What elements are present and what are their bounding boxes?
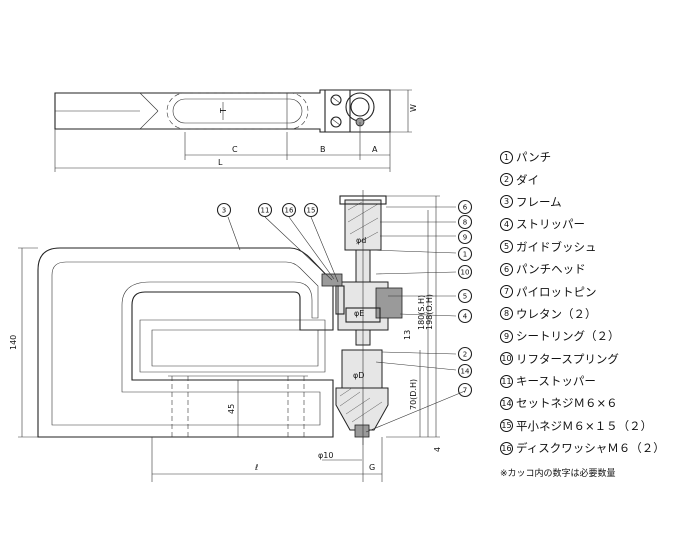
legend-number: 5: [500, 240, 513, 254]
legend-label: ストリッパー: [516, 217, 585, 232]
side-dim-180: 180(S.H): [417, 295, 426, 330]
top-dim-b: B: [320, 145, 326, 154]
legend-label: ガイドブッシュ: [516, 239, 597, 254]
side-dim-45: 45: [227, 404, 236, 414]
legend-number: 4: [500, 217, 513, 231]
legend-number: 14: [500, 396, 513, 410]
legend-label: ディスクワッシャＭ６（２）: [516, 441, 665, 456]
legend-number: 15: [500, 419, 513, 433]
top-dim-a: A: [372, 145, 378, 154]
legend-label: パイロットピン: [516, 284, 597, 299]
side-dim-13: 13: [403, 330, 412, 340]
callouts: 3 11 16 15 6 8 9 1 10 5 4 2 14 7: [216, 199, 473, 398]
side-phi-e: φE: [354, 309, 364, 318]
legend-number: 16: [500, 441, 513, 455]
legend-label: リフタースプリング: [516, 351, 619, 366]
legend-number: 6: [500, 262, 513, 276]
legend-number: 3: [500, 195, 513, 209]
callout-4: 4: [463, 313, 468, 321]
side-dim-l: ℓ: [254, 463, 258, 472]
top-dim-w: W: [409, 104, 418, 112]
legend-number: 1: [500, 150, 513, 164]
legend-number: 7: [500, 285, 513, 299]
side-phi-dd: φD: [353, 371, 364, 380]
legend-number: 2: [500, 173, 513, 187]
callout-10: 10: [461, 269, 470, 277]
legend-label: シートリング（２）: [516, 329, 620, 344]
top-dim-c: C: [232, 145, 238, 154]
callout-7: 7: [463, 387, 467, 395]
legend-note: ※カッコ内の数字は必要数量: [500, 469, 616, 479]
top-view: T W C B A L: [54, 89, 418, 172]
side-dim-198: 198(O.H): [425, 294, 434, 330]
side-dim-4: 4: [433, 447, 442, 452]
legend-number: 8: [500, 307, 513, 321]
top-dim-l: L: [218, 158, 223, 167]
legend-label: パンチヘッド: [516, 262, 586, 277]
callout-14: 14: [461, 368, 470, 376]
legend-number: 10: [500, 352, 513, 366]
legend-label: キーストッパー: [516, 374, 596, 389]
legend-number: 9: [500, 329, 513, 343]
legend-label: パンチ: [516, 150, 552, 165]
callout-1: 1: [463, 251, 467, 259]
callout-6: 6: [463, 204, 468, 212]
callout-15: 15: [307, 207, 316, 215]
callout-11: 11: [261, 207, 270, 215]
legend-label: 平小ネジＭ６×１５（２）: [516, 418, 653, 433]
callout-3: 3: [222, 207, 226, 215]
side-phi-d: φd: [356, 236, 366, 245]
legend-label: フレーム: [516, 194, 562, 209]
callout-9: 9: [463, 234, 467, 242]
legend-number: 11: [500, 374, 513, 388]
callout-16: 16: [285, 207, 294, 215]
legend-label: ウレタン（２）: [516, 306, 597, 321]
side-dim-70: 70(D.H): [409, 379, 418, 410]
side-dim-phi10: φ10: [318, 451, 333, 460]
side-dim-g: G: [369, 463, 375, 472]
side-dim-140: 140: [9, 335, 18, 350]
side-view: ℓ G φ10 140 45 70(D.H) 180(S.H) 198(O.H)…: [9, 190, 466, 482]
top-dim-t: T: [219, 108, 228, 114]
callout-5: 5: [463, 293, 467, 301]
callout-2: 2: [463, 351, 467, 359]
callout-8: 8: [463, 219, 467, 227]
legend-label: ダイ: [516, 172, 539, 187]
legend-label: セットネジＭ６×６: [516, 396, 618, 411]
